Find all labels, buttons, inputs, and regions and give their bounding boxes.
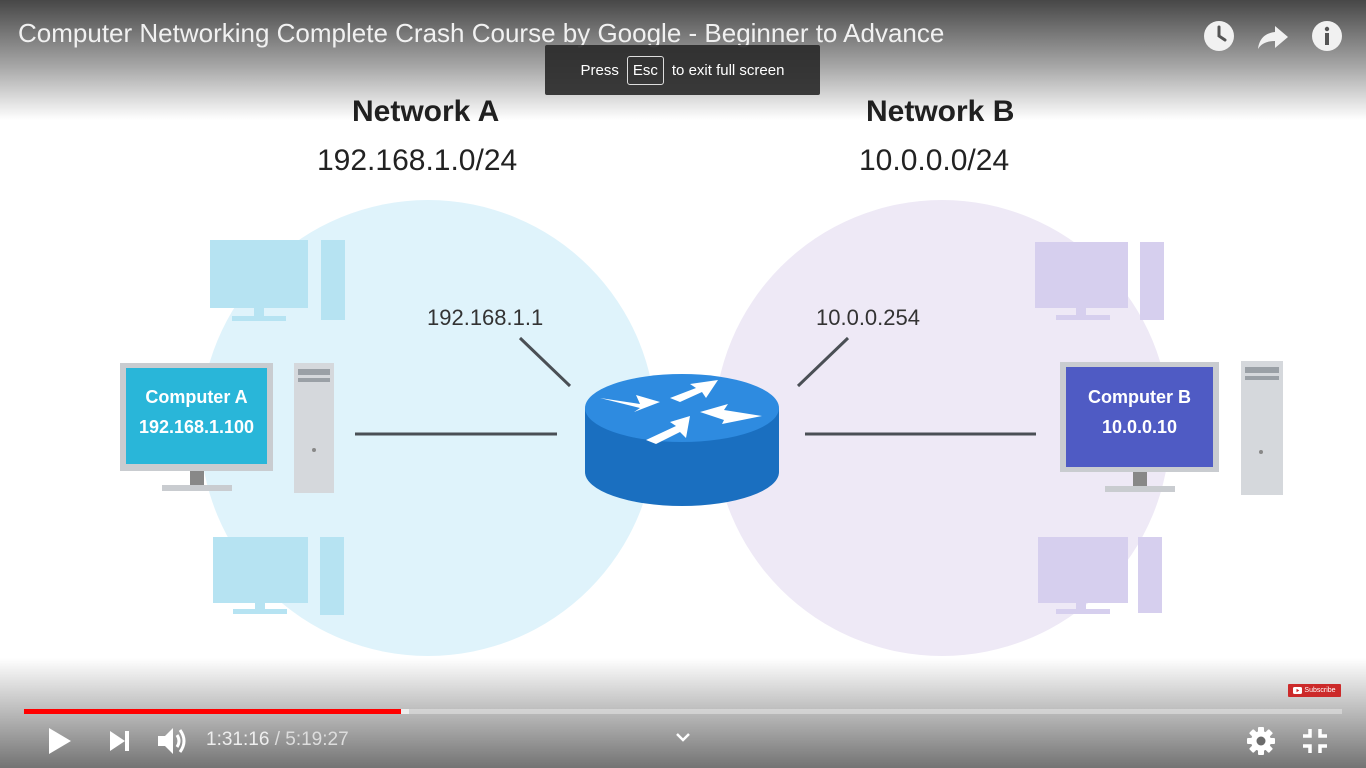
progress-bar[interactable] [24, 709, 1342, 714]
computer-b-screen: Computer B 10.0.0.10 [1066, 382, 1213, 442]
network-b-subnet: 10.0.0.0/24 [859, 144, 1010, 177]
chevron-down-icon [676, 733, 690, 742]
toast-press: Press [580, 61, 619, 79]
fullscreen-toast: Press Esc to exit full screen [545, 45, 820, 95]
subscribe-watermark[interactable]: Subscribe [1288, 684, 1341, 697]
watch-later-button[interactable] [1201, 18, 1237, 54]
gear-icon [1247, 727, 1275, 755]
next-button[interactable] [106, 728, 134, 754]
current-time: 1:31:16 [206, 729, 270, 750]
exit-fullscreen-button[interactable] [1300, 726, 1330, 756]
computer-b-ip: 10.0.0.10 [1101, 417, 1178, 437]
computer-a-ip: 192.168.1.100 [138, 417, 255, 437]
expand-button[interactable] [674, 728, 692, 746]
gateway-a-pointer [518, 336, 572, 388]
volume-button[interactable] [156, 725, 190, 757]
info-icon [1312, 21, 1342, 51]
computer-a-screen: Computer A 192.168.1.100 [126, 382, 267, 442]
gateway-a-ip: 192.168.1.1 [427, 305, 544, 330]
exit-fullscreen-icon [1303, 729, 1327, 753]
computer-icon-faded [1035, 242, 1164, 614]
clock-icon [1204, 21, 1234, 51]
play-icon [49, 728, 71, 754]
play-button[interactable] [44, 726, 74, 756]
video-title[interactable]: Computer Networking Complete Crash Cours… [18, 18, 945, 48]
skip-next-icon [110, 731, 129, 751]
play-logo-icon [1293, 687, 1303, 694]
network-a-subnet: 192.168.1.0/24 [317, 144, 518, 177]
network-a-area [200, 200, 656, 656]
time-display: 1:31:16 / 5:19:27 [206, 729, 349, 751]
duration: 5:19:27 [285, 729, 349, 750]
share-button[interactable] [1255, 18, 1291, 54]
info-button[interactable] [1309, 18, 1345, 54]
router-icon [585, 374, 779, 506]
gateway-b-ip: 10.0.0.254 [816, 305, 920, 330]
share-arrow-icon [1258, 26, 1288, 49]
progress-played [24, 709, 401, 714]
volume-icon [158, 728, 186, 754]
time-separator: / [274, 729, 280, 750]
computer-b-icon [1060, 361, 1283, 495]
computer-a-icon [120, 363, 334, 493]
computer-b-name: Computer B [1088, 387, 1191, 407]
esc-key: Esc [626, 55, 664, 85]
toast-suffix: to exit full screen [671, 61, 785, 79]
computer-icon-faded [210, 240, 345, 615]
computer-a-name: Computer A [145, 387, 248, 407]
gateway-b-pointer [796, 336, 850, 388]
subscribe-label: Subscribe [1304, 687, 1336, 694]
settings-button[interactable] [1246, 726, 1276, 756]
